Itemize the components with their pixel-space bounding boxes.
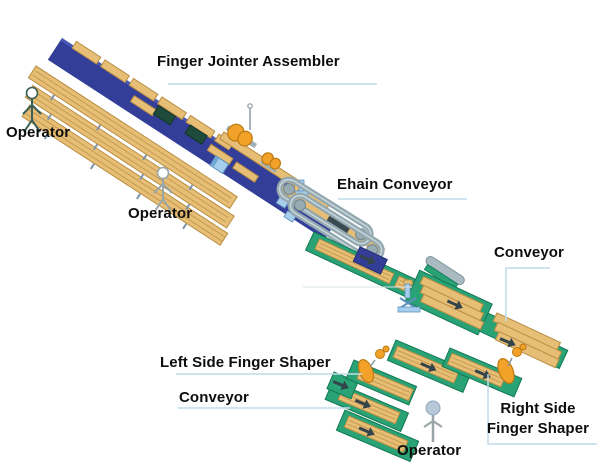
drive-motor <box>209 155 230 175</box>
label-finger-jointer-assembler: Finger Jointer Assembler <box>157 53 340 70</box>
shaper-table-bottom <box>335 409 420 463</box>
pulley-wheels-large <box>225 123 258 149</box>
pulley-wheels-small <box>260 152 282 174</box>
label-left-side-finger-shaper: Left Side Finger Shaper <box>160 354 331 371</box>
chain-loop-lower <box>283 192 385 263</box>
right-finger-shaper-cutter <box>497 343 527 384</box>
label-operator-2: Operator <box>128 205 193 222</box>
operator-figure-2 <box>153 166 173 212</box>
belt-pusher-blocks <box>152 104 208 145</box>
label-operator-3: Operator <box>397 442 462 459</box>
shaper-corner-table <box>326 371 359 400</box>
label-right-side-finger-shaper-line1: Right Side <box>500 400 576 417</box>
left-finger-shaper-cutter <box>357 345 390 383</box>
label-operator-1: Operator <box>6 124 71 141</box>
end-stack <box>492 312 563 369</box>
lift-jack <box>397 279 421 313</box>
label-conveyor-lower: Conveyor <box>179 389 249 406</box>
right-shaper-table <box>441 347 523 398</box>
support-ticks <box>43 94 194 230</box>
operator-figure-3 <box>423 400 443 442</box>
label-conveyor-upper: Conveyor <box>494 244 564 261</box>
label-right-side-finger-shaper: Right Side Finger Shaper <box>478 399 598 438</box>
stacked-lumber-rows <box>21 65 238 246</box>
label-right-side-finger-shaper-line2: Finger Shaper <box>486 419 590 437</box>
leader-conveyor-upper <box>505 267 550 321</box>
mast-post <box>247 103 253 130</box>
operator-figure-1 <box>22 86 42 133</box>
leader-lines <box>168 83 597 445</box>
label-ehain-conveyor: Ehain Conveyor <box>337 176 453 193</box>
middle-shaper-table <box>386 339 473 393</box>
leader-right-shaper <box>487 374 597 445</box>
